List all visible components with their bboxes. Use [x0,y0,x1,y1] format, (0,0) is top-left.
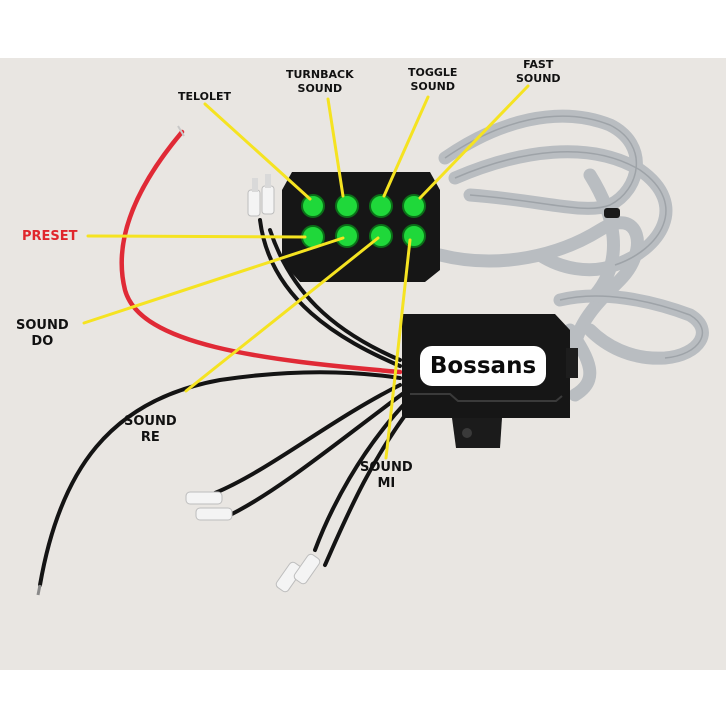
table-surface [0,58,726,670]
black-wire-tip [36,584,42,596]
keypad-connectors [247,174,275,217]
black-wires [38,218,417,587]
ribbon-cable-stripes [444,115,703,359]
label-preset: PRESET [22,229,78,244]
label-sound-mi: SOUND MI [360,460,413,492]
label-sound-do: SOUND DO [16,318,69,350]
label-telolet: TELOLET [178,90,232,103]
red-wire [119,129,403,375]
brand-label: Bossans [420,346,546,386]
red-wire-tip [177,125,185,137]
label-fast-sound: FAST SOUND [516,58,561,85]
label-toggle-sound: TOGGLE SOUND [408,66,458,93]
label-turnback-sound: TURNBACK SOUND [286,68,354,95]
label-sound-re: SOUND RE [124,414,177,446]
output-connectors [185,491,321,593]
cable-tie [604,208,620,218]
keypad-buttons [301,194,426,249]
pointer-lines [82,84,530,460]
